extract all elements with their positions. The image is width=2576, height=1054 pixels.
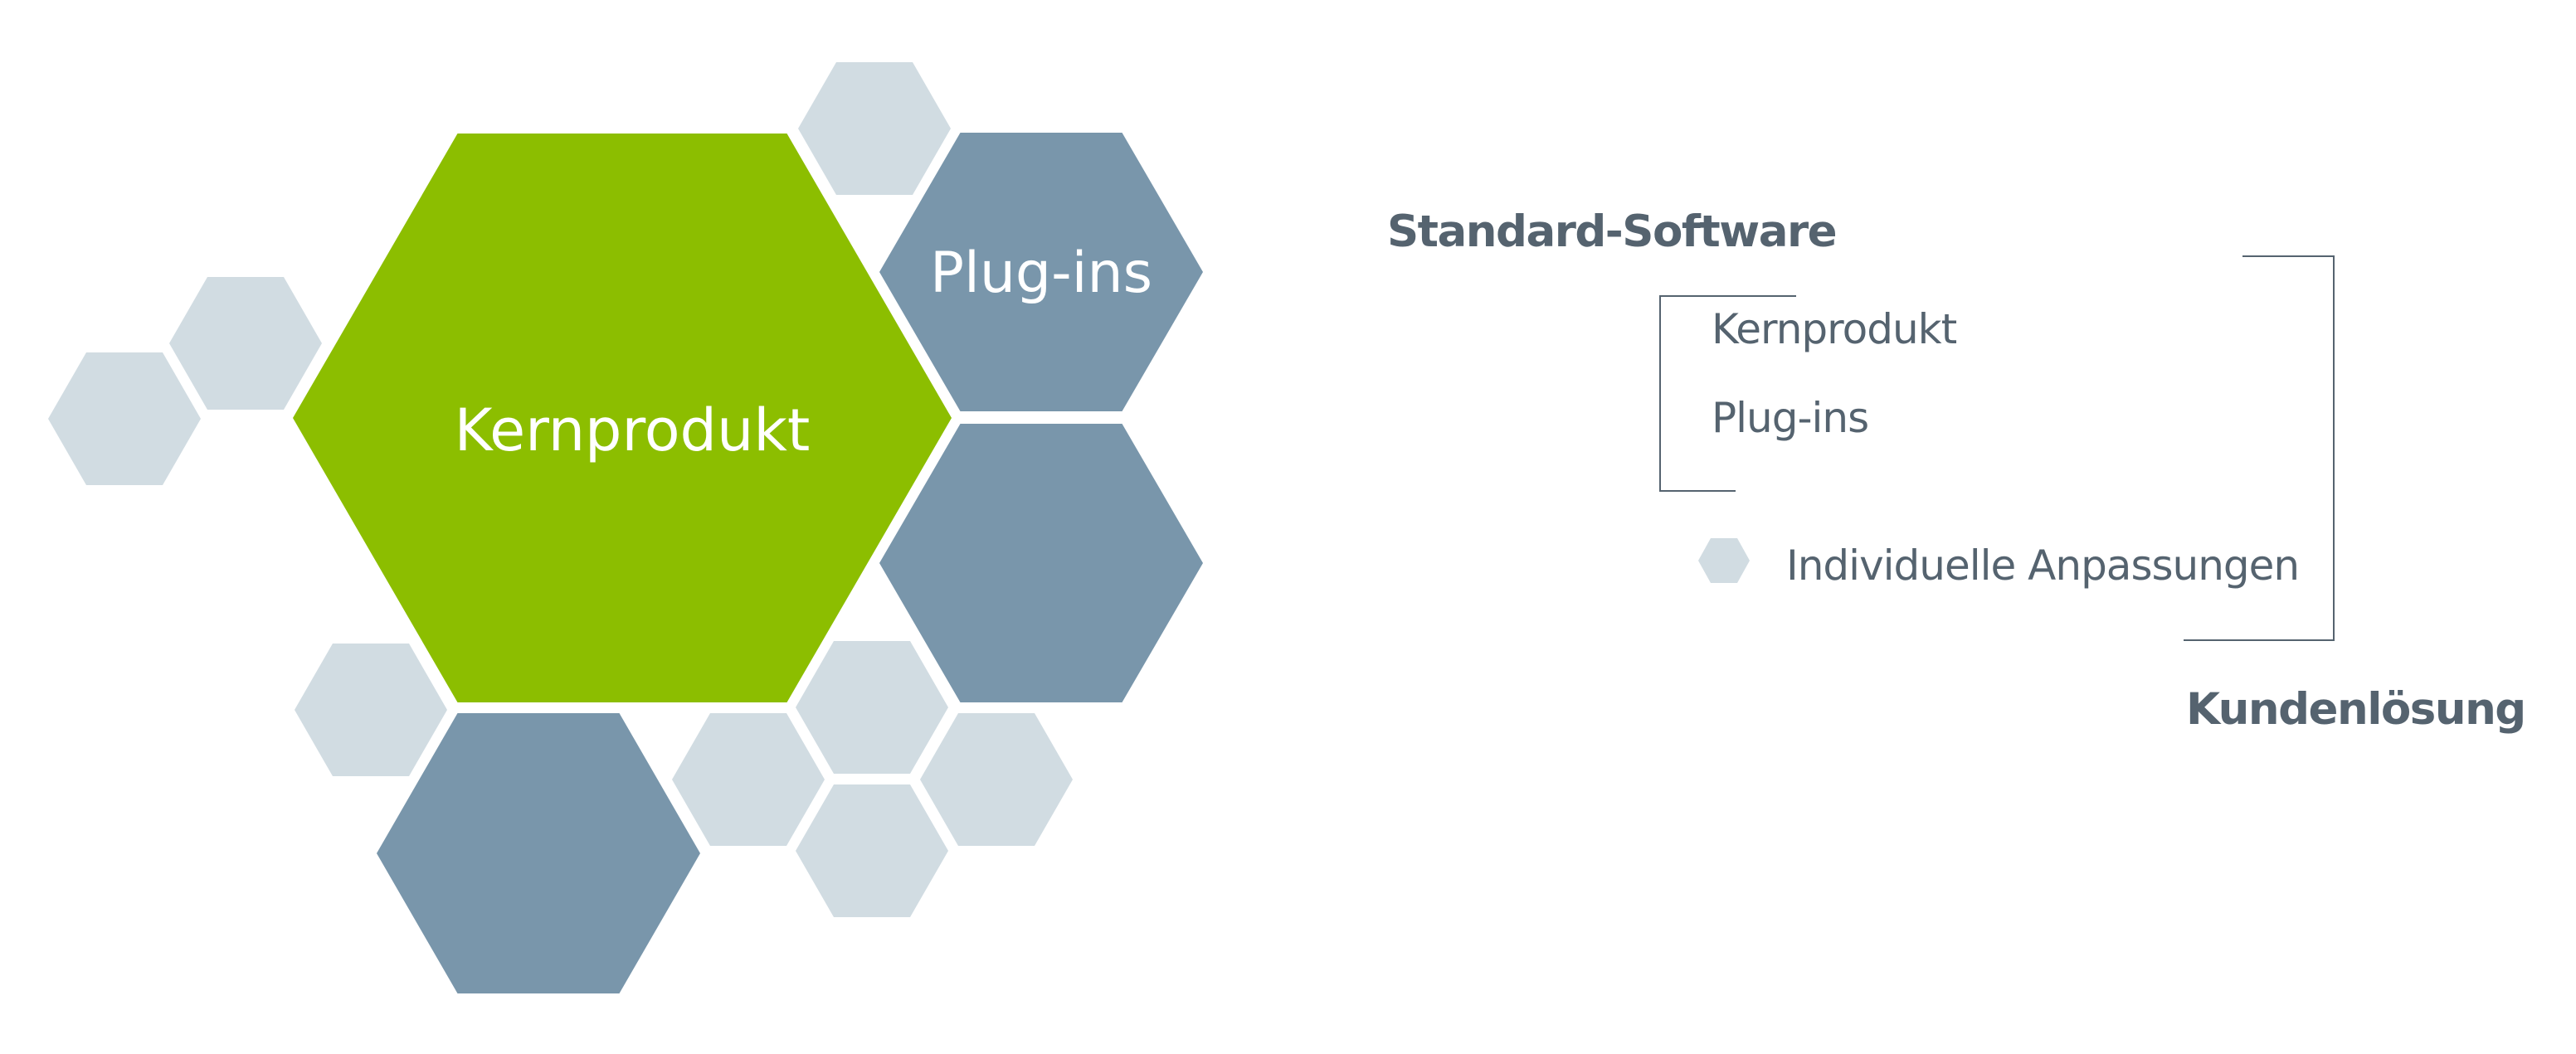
- hexagon-custom-cluster-right: [920, 713, 1073, 846]
- hexagon-plugins-2: [879, 424, 1203, 702]
- hexagon-label-kernprodukt: Kernprodukt: [455, 396, 811, 464]
- customer-bracket-vertical: [2333, 255, 2335, 641]
- hexagon-custom-cluster-bottom: [796, 784, 948, 917]
- hexagon-custom-bottom-left: [295, 644, 447, 776]
- customer-bracket-bottom: [2184, 639, 2335, 641]
- hexagon-icon: [1698, 538, 1750, 583]
- hexagon-custom-left-lower: [48, 352, 201, 485]
- legend-item-kernprodukt: Kernprodukt: [1712, 305, 1957, 353]
- standard-bracket-top: [1659, 295, 1796, 297]
- standard-software-title: Standard-Software: [1387, 206, 1838, 257]
- customer-bracket-top: [2242, 255, 2335, 257]
- hexagon-label-plugins: Plug-ins: [930, 240, 1152, 306]
- customer-solution-title: Kundenlösung: [2186, 684, 2526, 735]
- hexagon-plugins-1: [879, 133, 1203, 411]
- hexagon-custom-cluster-top: [796, 641, 948, 774]
- hexagon-custom-left-upper: [169, 277, 322, 410]
- legend-item-plugins: Plug-ins: [1712, 394, 1869, 442]
- hexagon-kernprodukt: [293, 134, 952, 702]
- hexagon-plugins-3: [377, 713, 700, 993]
- standard-bracket-bottom: [1659, 490, 1736, 492]
- legend-item-individuelle-anpassungen: Individuelle Anpassungen: [1786, 542, 2300, 590]
- standard-bracket-vertical: [1659, 295, 1661, 492]
- hexagon-custom-cluster-left: [672, 713, 825, 846]
- hexagon-custom-top: [798, 62, 951, 195]
